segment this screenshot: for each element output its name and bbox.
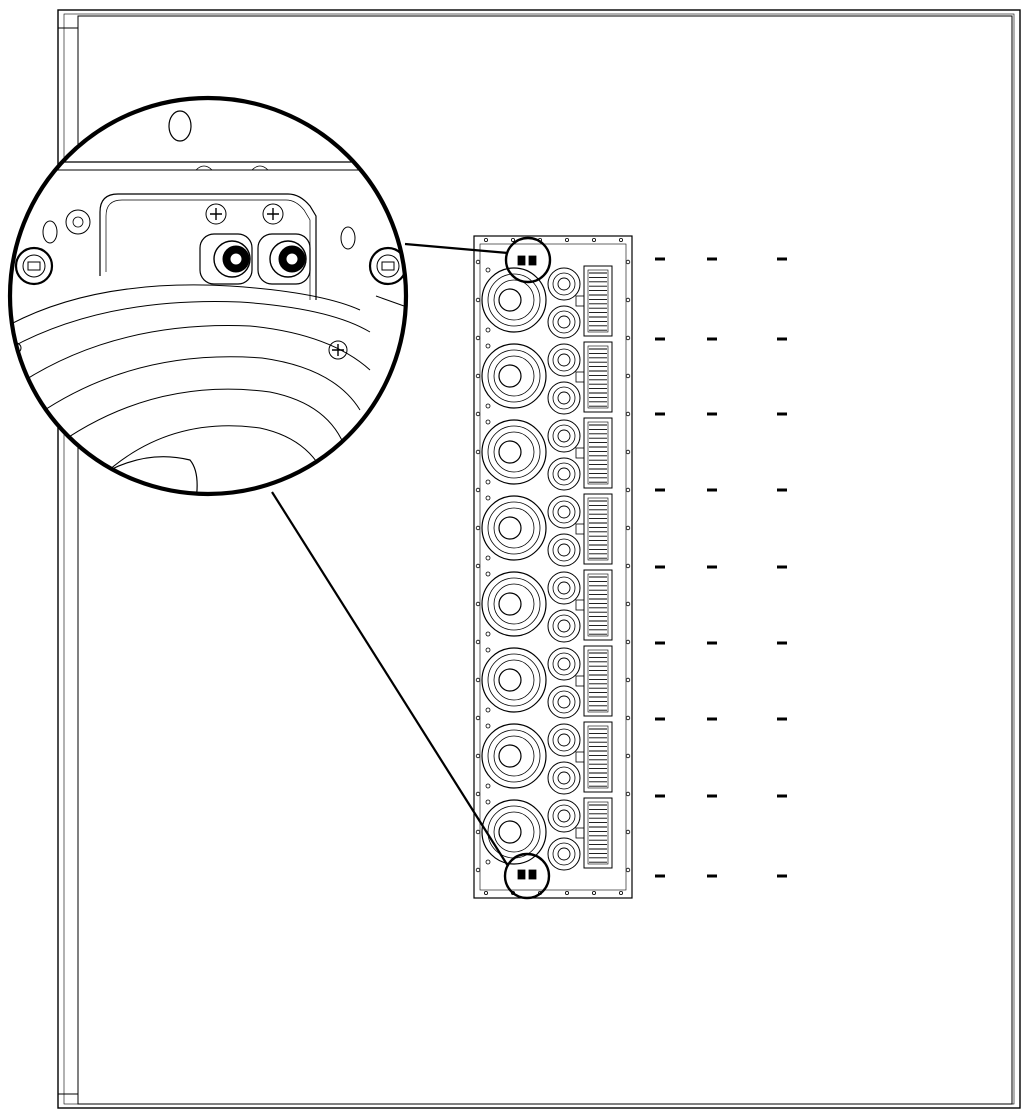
mid-driver-12 [547,685,581,719]
tweeter-block-7 [575,721,613,793]
marker-dash [777,794,787,798]
top-detail-marker-circle [504,236,552,284]
marker-dash [777,257,787,261]
marker-dash [777,337,787,341]
marker-dash [655,717,665,721]
tweeter-column [575,265,613,869]
marker-dash [707,641,717,645]
mid-driver-column [547,267,581,871]
terminal-screw-right-icon [262,203,284,225]
cabinet-frame [57,9,1021,1109]
mid-driver-6 [547,457,581,491]
magnified-callout [7,95,409,497]
marker-dash [777,874,787,878]
woofer-5 [481,571,547,637]
tweeter-block-2 [575,341,613,413]
bottom-terminal-cluster [517,869,537,880]
terminal-screw-left-icon [205,203,227,225]
marker-grid [655,257,787,878]
mid-driver-1 [547,267,581,301]
mid-driver-14 [547,761,581,795]
tweeter-block-6 [575,645,613,717]
marker-dash [655,641,665,645]
woofer-6 [481,647,547,713]
mid-driver-9 [547,571,581,605]
top-leader-line [404,242,509,255]
marker-dash [707,257,717,261]
woofer-2 [481,343,547,409]
tweeter-block-4 [575,493,613,565]
marker-dash [655,412,665,416]
tweeter-block-3 [575,417,613,489]
marker-dash [707,717,717,721]
mid-driver-10 [547,609,581,643]
marker-dash [707,565,717,569]
marker-dash [707,874,717,878]
mid-driver-4 [547,381,581,415]
mid-driver-5 [547,419,581,453]
marker-dash [777,641,787,645]
mid-driver-8 [547,533,581,567]
bottom-leader-line [271,491,509,867]
marker-dash [655,337,665,341]
driver-ring-detail [10,284,405,494]
marker-dash [655,874,665,878]
tweeter-block-8 [575,797,613,869]
woofer-column [481,267,547,865]
marker-dash [655,488,665,492]
mid-driver-15 [547,799,581,833]
woofer-3 [481,419,547,485]
terminal-post-left-icon [199,233,253,285]
top-hole-icon [168,110,192,142]
mid-driver-3 [547,343,581,377]
tweeter-block-5 [575,569,613,641]
mid-driver-13 [547,723,581,757]
marker-dash [707,412,717,416]
bottom-screw-icon [328,340,348,360]
woofer-7 [481,723,547,789]
callout-border [7,95,409,497]
marker-dash [707,337,717,341]
marker-dash [655,794,665,798]
woofer-8 [481,799,547,865]
woofer-1 [481,267,547,333]
right-mount-screw-icon [368,246,406,286]
woofer-4 [481,495,547,561]
marker-dash [655,565,665,569]
left-mount-screw-icon [14,246,54,286]
mid-driver-16 [547,837,581,871]
bottom-detail-marker-circle [503,852,551,900]
marker-dash [777,565,787,569]
terminal-post-right-icon [257,233,311,285]
panel-mounting-holes [475,237,631,896]
speaker-panel [473,235,633,899]
mid-driver-7 [547,495,581,529]
marker-dash [707,794,717,798]
marker-dash [707,488,717,492]
tweeter-block-1 [575,265,613,337]
marker-dash [655,257,665,261]
marker-dash [777,488,787,492]
top-terminal-cluster [517,255,537,266]
mid-driver-2 [547,305,581,339]
marker-dash [777,717,787,721]
marker-dash [777,412,787,416]
mid-driver-11 [547,647,581,681]
